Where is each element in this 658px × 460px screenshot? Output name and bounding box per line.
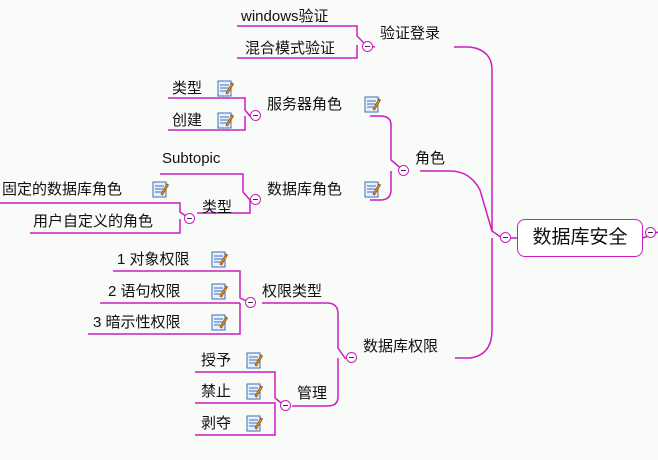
collapse-icon[interactable] xyxy=(362,41,373,52)
topic-type[interactable]: 类型 xyxy=(172,79,202,99)
topic-label: 剥夺 xyxy=(201,415,232,433)
topic-label: 数据库角色 xyxy=(267,181,343,199)
topic-mixed-auth[interactable]: 混合模式验证 xyxy=(245,39,335,59)
topic-label: 禁止 xyxy=(201,383,232,401)
collapse-icon[interactable] xyxy=(645,227,656,238)
topic-label: 授予 xyxy=(201,352,232,370)
topic-db-role[interactable]: 数据库角色 xyxy=(267,180,342,200)
topic-deny[interactable]: 禁止 xyxy=(201,382,231,402)
collapse-icon[interactable] xyxy=(184,213,195,224)
topic-statement-permission[interactable]: 2 语句权限 xyxy=(108,282,181,302)
collapse-icon[interactable] xyxy=(346,352,357,363)
topic-db-permission[interactable]: 数据库权限 xyxy=(363,337,438,357)
topic-label: 权限类型 xyxy=(262,283,323,301)
topic-windows-auth[interactable]: windows验证 xyxy=(241,7,329,27)
topic-grant[interactable]: 授予 xyxy=(201,351,231,371)
note-icon[interactable] xyxy=(364,96,381,113)
note-icon[interactable] xyxy=(364,181,381,198)
note-icon[interactable] xyxy=(211,251,228,268)
topic-label: Subtopic xyxy=(162,150,221,168)
note-icon[interactable] xyxy=(246,383,263,400)
topic-label: 用户自定义的角色 xyxy=(33,213,154,231)
topic-fixed-db-role[interactable]: 固定的数据库角色 xyxy=(2,180,122,200)
note-icon[interactable] xyxy=(152,181,169,198)
collapse-icon[interactable] xyxy=(245,297,256,308)
topic-permission-type[interactable]: 权限类型 xyxy=(262,282,322,302)
collapse-icon[interactable] xyxy=(500,232,511,243)
topic-implied-permission[interactable]: 3 暗示性权限 xyxy=(93,313,181,333)
topic-user-defined-role[interactable]: 用户自定义的角色 xyxy=(33,212,153,232)
topic-subtopic[interactable]: Subtopic xyxy=(162,149,220,169)
topic-manage[interactable]: 管理 xyxy=(297,384,327,404)
topic-label: 固定的数据库角色 xyxy=(2,181,123,199)
topic-label: 数据库权限 xyxy=(363,338,439,356)
topic-label: 2 语句权限 xyxy=(108,283,181,301)
collapse-icon[interactable] xyxy=(398,165,409,176)
topic-label: 验证登录 xyxy=(380,25,441,43)
topic-label: 3 暗示性权限 xyxy=(93,314,181,332)
note-icon[interactable] xyxy=(217,80,234,97)
topic-auth[interactable]: 验证登录 xyxy=(380,24,452,44)
topic-label: windows验证 xyxy=(241,8,329,26)
topic-label: 角色 xyxy=(415,150,446,168)
topic-label: 管理 xyxy=(297,385,328,403)
topic-label: 类型 xyxy=(172,80,203,98)
topic-object-permission[interactable]: 1 对象权限 xyxy=(117,250,190,270)
topic-label: 创建 xyxy=(172,112,203,130)
note-icon[interactable] xyxy=(246,415,263,432)
topic-roles[interactable]: 角色 xyxy=(415,149,445,169)
topic-label: 服务器角色 xyxy=(267,96,343,114)
collapse-icon[interactable] xyxy=(250,194,261,205)
topic-label: 类型 xyxy=(202,199,233,217)
note-icon[interactable] xyxy=(211,314,228,331)
note-icon[interactable] xyxy=(217,112,234,129)
topic-label: 混合模式验证 xyxy=(245,40,336,58)
topic-label: 1 对象权限 xyxy=(117,251,190,269)
root-topic[interactable]: 数据库安全 xyxy=(517,219,643,257)
note-icon[interactable] xyxy=(211,283,228,300)
topic-db-role-type[interactable]: 类型 xyxy=(202,198,232,218)
note-icon[interactable] xyxy=(246,352,263,369)
collapse-icon[interactable] xyxy=(280,400,291,411)
collapse-icon[interactable] xyxy=(250,110,261,121)
topic-revoke[interactable]: 剥夺 xyxy=(201,414,231,434)
topic-create[interactable]: 创建 xyxy=(172,111,202,131)
topic-server-role[interactable]: 服务器角色 xyxy=(267,95,342,115)
